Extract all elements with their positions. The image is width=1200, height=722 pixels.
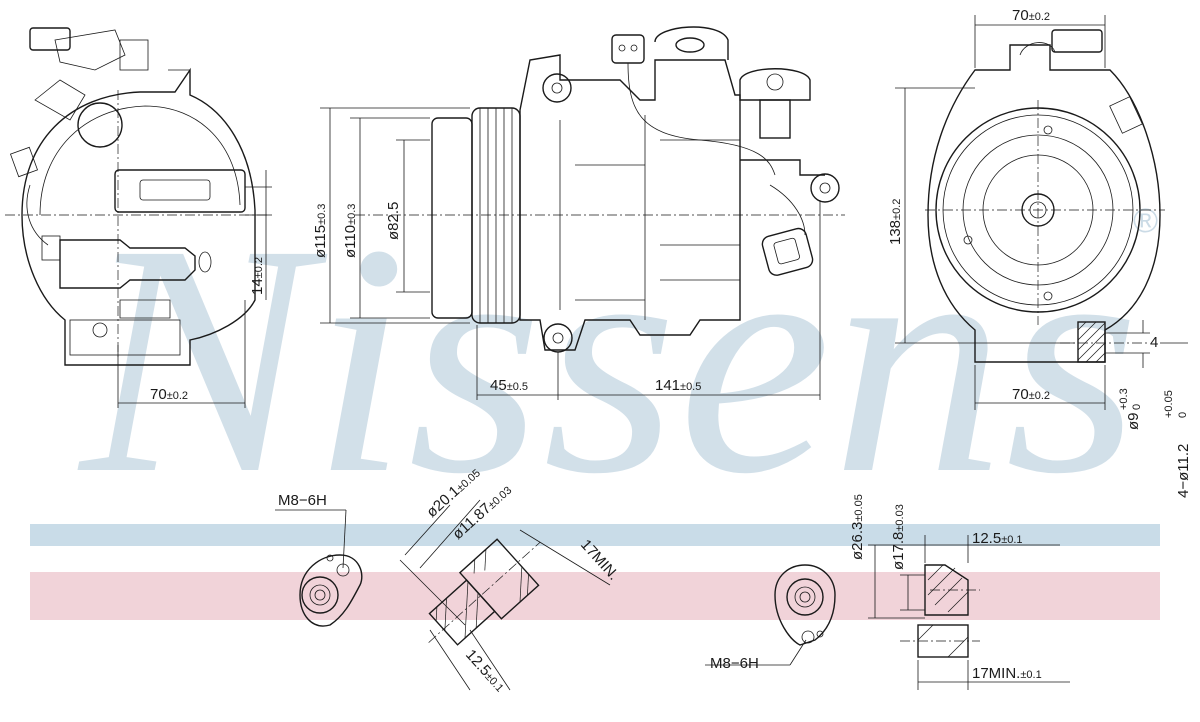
dim-hole-mount-tol-low: 0 bbox=[1177, 412, 1189, 418]
dim-pulley-inner: ø110±0.3 bbox=[342, 204, 359, 258]
dim-len-body: 141±0.5 bbox=[655, 377, 701, 394]
dim-right-width: 70±0.2 bbox=[1012, 386, 1050, 403]
dim-len-front: 45±0.5 bbox=[490, 377, 528, 394]
dim-pulley-hub: ø82.5 bbox=[385, 202, 402, 240]
middle-view-dimensions: ø115±0.3 ø110±0.3 ø82.5 45±0.5 141±0.5 bbox=[312, 107, 821, 400]
dim-port-len-right: 12.5±0.1 bbox=[972, 530, 1023, 547]
dim-port-outer-right: ø26.3±0.05 bbox=[849, 494, 866, 560]
dim-left-width: 70±0.2 bbox=[150, 386, 188, 403]
blue-band bbox=[30, 524, 1160, 546]
dim-port-depth-right: 17MIN.±0.1 bbox=[972, 665, 1042, 682]
right-view-dimensions: 70±0.2 138±0.2 70±0.2 4 ø9 +0.3 0 4−ø11.… bbox=[887, 7, 1192, 498]
watermark: Nissens bbox=[75, 177, 1140, 542]
dim-hole-mount: 4−ø11.2 bbox=[1175, 444, 1192, 498]
dim-top-right-width: 70±0.2 bbox=[1012, 7, 1050, 24]
left-view bbox=[5, 27, 270, 366]
pink-band bbox=[30, 572, 1160, 620]
dim-hole-small: ø9 bbox=[1125, 412, 1142, 430]
left-view-dimensions: 70±0.2 14±0.2 bbox=[117, 170, 272, 408]
dim-hole-mount-tol-up: +0.05 bbox=[1163, 390, 1175, 418]
dim-left-offset: 14±0.2 bbox=[249, 257, 266, 295]
dim-port-inner-right: ø17.8±0.03 bbox=[890, 504, 907, 570]
dim-hole-small-tol-up: +0.3 bbox=[1118, 388, 1130, 410]
port-detail-right: M8−6H ø26.3±0.05 ø17.8±0.03 12.5±0.1 17M… bbox=[705, 494, 1070, 690]
label-thread-right: M8−6H bbox=[710, 655, 759, 672]
label-thread-left: M8−6H bbox=[278, 492, 327, 509]
dim-hole-small-tol-low: 0 bbox=[1131, 404, 1143, 410]
dim-pulley-outer: ø115±0.3 bbox=[312, 204, 329, 258]
dim-small-gap: 4 bbox=[1150, 334, 1158, 351]
right-view bbox=[925, 29, 1165, 363]
dim-height: 138±0.2 bbox=[887, 199, 904, 245]
